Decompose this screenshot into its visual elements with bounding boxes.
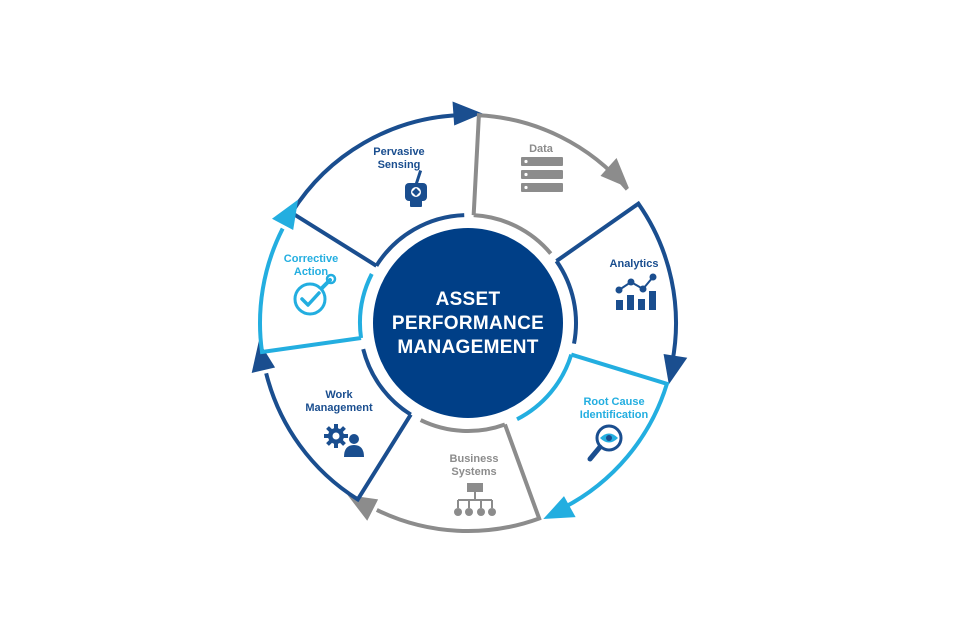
center-title-line-1: ASSET xyxy=(436,289,501,310)
segment-label-line: Identification xyxy=(580,409,649,421)
segment-label-line: Business xyxy=(450,453,499,465)
segment-label-line: Analytics xyxy=(610,258,659,270)
arrowhead-business-systems xyxy=(347,495,379,521)
center-circle xyxy=(373,228,563,418)
wrench-check-icon xyxy=(293,273,337,316)
arrowhead-data xyxy=(600,158,629,189)
center-title-line-2: PERFORMANCE xyxy=(392,313,544,334)
segment-corrective-action: Corrective Action xyxy=(284,253,338,316)
arrowhead-analytics xyxy=(663,353,688,385)
arrowhead-work-management xyxy=(251,341,276,373)
center-title-line-3: MANAGEMENT xyxy=(397,337,538,358)
segment-work-management: Work Management xyxy=(305,389,373,457)
ring-segments xyxy=(251,101,688,533)
segment-outline-analytics xyxy=(554,200,678,364)
segment-label-line: Work xyxy=(325,389,353,401)
segment-label-line: Pervasive xyxy=(373,146,424,158)
magnifier-eye-icon xyxy=(587,424,623,462)
segment-label-line: Corrective xyxy=(284,253,338,265)
arrowhead-corrective-action xyxy=(271,199,299,231)
segment-business-systems: Business Systems xyxy=(450,453,499,516)
segment-label-line: Action xyxy=(294,266,329,278)
segment-outline-business-systems xyxy=(375,418,542,533)
segment-analytics: Analytics xyxy=(610,258,659,310)
segment-label-line: Root Cause xyxy=(583,396,644,408)
segment-label-line: Management xyxy=(305,402,373,414)
sensor-icon xyxy=(405,170,427,207)
center-hub: ASSET PERFORMANCE MANAGEMENT xyxy=(373,228,563,418)
segment-data: Data xyxy=(521,143,563,192)
bar-chart-icon xyxy=(615,273,657,310)
segment-outline-pervasive-sensing xyxy=(288,113,465,268)
server-icon xyxy=(521,157,563,192)
segment-outline-work-management xyxy=(264,348,413,503)
segment-label-line: Sensing xyxy=(378,159,421,171)
gear-person-icon xyxy=(324,424,364,457)
segment-outline-corrective-action xyxy=(258,227,374,355)
segment-label-line: Systems xyxy=(451,466,496,478)
segment-label-line: Data xyxy=(529,143,554,155)
segment-root-cause-identification: Root Cause Identification xyxy=(580,396,649,462)
arrowhead-pervasive-sensing xyxy=(452,101,483,126)
arrowhead-root-cause-identification xyxy=(543,496,576,520)
segment-pervasive-sensing: Pervasive Sensing xyxy=(373,146,427,207)
org-chart-icon xyxy=(454,483,496,516)
segment-outline-root-cause-identification xyxy=(516,352,670,511)
